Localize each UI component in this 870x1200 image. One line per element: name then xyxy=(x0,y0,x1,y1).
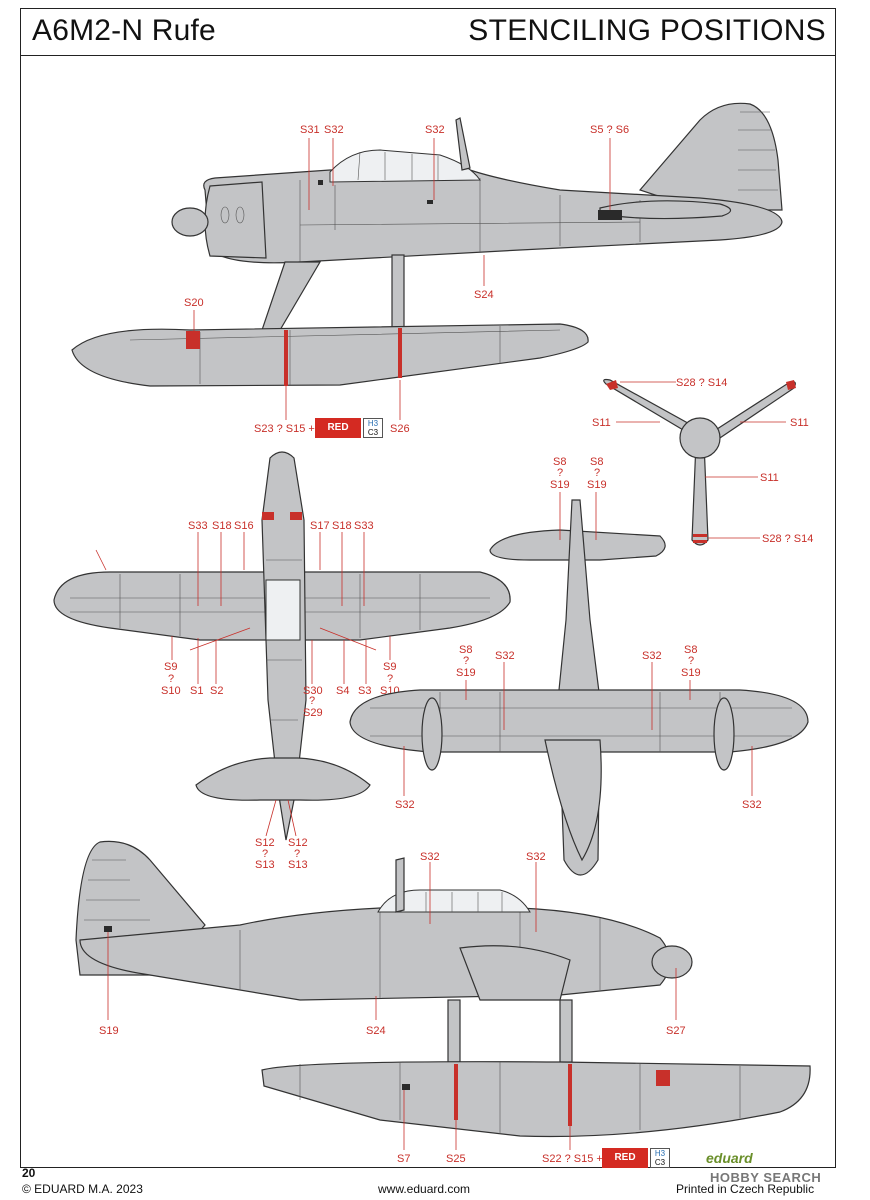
color-swatch-codes: H3 C3 xyxy=(363,418,383,438)
label-s30: S30 xyxy=(303,685,323,697)
label-s32: S32 xyxy=(742,799,762,811)
page-number: 20 xyxy=(22,1166,36,1180)
label-s28-s14: S28 ? S14 xyxy=(762,533,813,545)
color-swatch-red: RED xyxy=(602,1148,648,1168)
label-s20: S20 xyxy=(184,297,204,309)
label-s32: S32 xyxy=(495,650,515,662)
label-s19: S19 xyxy=(681,667,701,679)
label-s22-s15: S22 ? S15 + xyxy=(542,1153,603,1165)
color-swatch-codes: H3 C3 xyxy=(650,1148,670,1168)
label-s31: S31 xyxy=(300,124,320,136)
sheet-border xyxy=(20,8,836,1168)
label-q: ? xyxy=(594,467,600,479)
label-s29: S29 xyxy=(303,707,323,719)
printed-in: Printed in Czech Republic xyxy=(676,1182,815,1196)
label-s19: S19 xyxy=(99,1025,119,1037)
label-s13: S13 xyxy=(255,859,275,871)
propeller xyxy=(603,378,796,546)
bottom-view xyxy=(349,499,809,876)
leaders-bottom-side xyxy=(107,862,677,1150)
label-s4: S4 xyxy=(336,685,349,697)
label-q: ? xyxy=(557,467,563,479)
label-s32: S32 xyxy=(324,124,344,136)
label-s33: S33 xyxy=(354,520,374,532)
label-q: ? xyxy=(688,655,694,667)
label-s33: S33 xyxy=(188,520,208,532)
label-s3: S3 xyxy=(358,685,371,697)
label-q: ? xyxy=(309,695,315,707)
label-s11: S11 xyxy=(760,472,779,484)
page-title: A6M2-N Rufe xyxy=(32,14,216,47)
label-s13: S13 xyxy=(288,859,308,871)
leaders-top xyxy=(193,138,611,420)
label-s12: S12 xyxy=(288,837,308,849)
swatch-code-c: C3 xyxy=(367,428,379,437)
label-s16: S16 xyxy=(234,520,254,532)
color-swatch-red: RED xyxy=(315,418,361,438)
label-s2: S2 xyxy=(210,685,223,697)
label-s7: S7 xyxy=(397,1153,410,1165)
label-s32: S32 xyxy=(395,799,415,811)
label-s19: S19 xyxy=(587,479,607,491)
label-s9: S9 xyxy=(383,661,396,673)
label-q: ? xyxy=(463,655,469,667)
label-s9: S9 xyxy=(164,661,177,673)
label-s19: S19 xyxy=(456,667,476,679)
label-s11: S11 xyxy=(790,417,809,429)
side-view-left xyxy=(71,102,783,387)
eduard-logo: eduard xyxy=(706,1150,753,1166)
label-s11: S11 xyxy=(592,417,611,429)
label-s8: S8 xyxy=(459,644,472,656)
swatch-code-c: C3 xyxy=(654,1158,666,1167)
label-s32: S32 xyxy=(420,851,440,863)
label-s27: S27 xyxy=(666,1025,686,1037)
label-s28-s14: S28 ? S14 xyxy=(676,377,727,389)
label-s10: S10 xyxy=(161,685,181,697)
header-bar: A6M2-N Rufe STENCILING POSITIONS xyxy=(20,8,836,56)
leaders-bottom xyxy=(403,492,753,796)
label-s1: S1 xyxy=(190,685,203,697)
label-s8: S8 xyxy=(684,644,697,656)
copyright: © EDUARD M.A. 2023 xyxy=(22,1182,143,1196)
label-s8: S8 xyxy=(553,456,566,468)
label-s26: S26 xyxy=(390,423,410,435)
label-s24: S24 xyxy=(366,1025,386,1037)
side-view-right xyxy=(75,840,811,1138)
swatch-code-h: H3 xyxy=(654,1149,666,1158)
label-s25: S25 xyxy=(446,1153,466,1165)
label-s12: S12 xyxy=(255,837,275,849)
label-s18: S18 xyxy=(332,520,352,532)
label-q: ? xyxy=(387,673,393,685)
watermark: HOBBY SEARCH xyxy=(710,1170,822,1185)
label-s18: S18 xyxy=(212,520,232,532)
leaders-topview xyxy=(171,532,391,837)
label-q: ? xyxy=(262,848,268,860)
label-s5-s6: S5 ? S6 xyxy=(590,124,629,136)
label-s32: S32 xyxy=(425,124,445,136)
swatch-code-h: H3 xyxy=(367,419,379,428)
section-title: STENCILING POSITIONS xyxy=(468,14,826,47)
label-s24: S24 xyxy=(474,289,494,301)
label-s32: S32 xyxy=(526,851,546,863)
label-s32: S32 xyxy=(642,650,662,662)
label-s8: S8 xyxy=(590,456,603,468)
website-link[interactable]: www.eduard.com xyxy=(378,1182,471,1196)
label-s17: S17 xyxy=(310,520,330,532)
label-q: ? xyxy=(294,848,300,860)
leaders-prop xyxy=(616,381,786,539)
label-s19: S19 xyxy=(550,479,570,491)
top-view xyxy=(53,451,511,841)
label-s23-s15: S23 ? S15 + xyxy=(254,423,315,435)
label-q: ? xyxy=(168,673,174,685)
